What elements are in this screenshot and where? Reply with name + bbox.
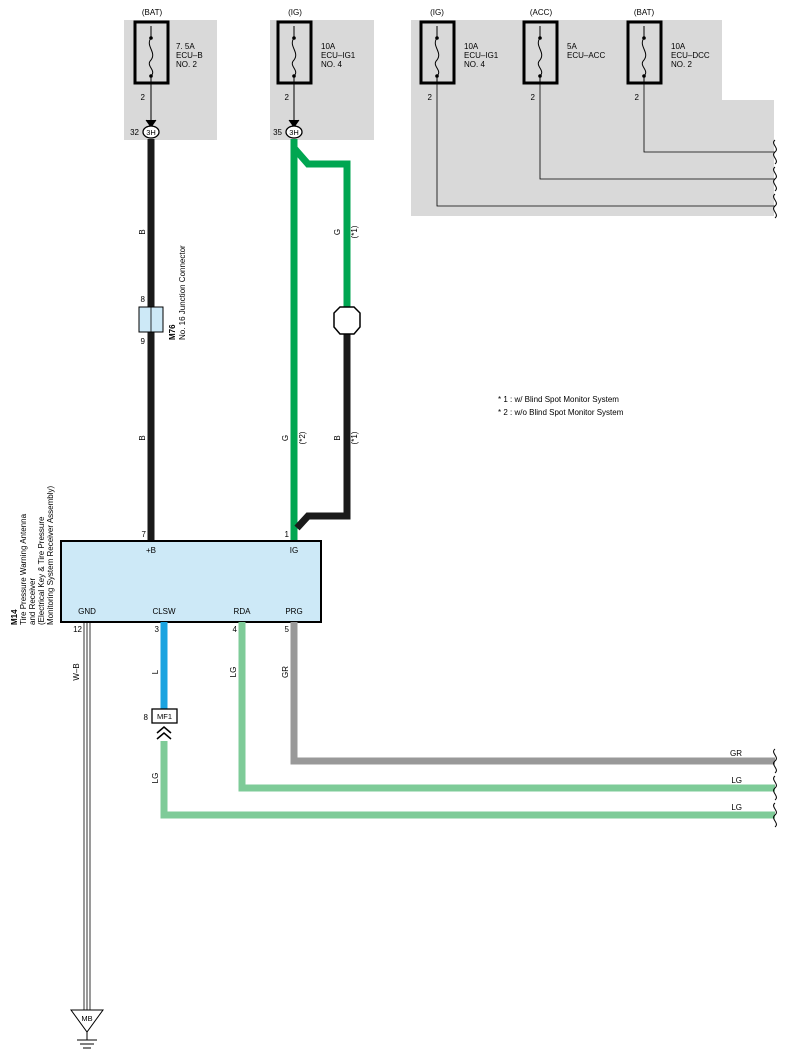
right-fuse-wires bbox=[436, 83, 775, 207]
ecu-pin-name: CLSW bbox=[152, 607, 176, 616]
connector-pin: 8 bbox=[141, 295, 146, 304]
wire-note-label: (*1) bbox=[350, 225, 359, 238]
ecu-name-line: and Receiver bbox=[28, 578, 37, 625]
ecu-pin-num: 3 bbox=[155, 625, 160, 634]
connector-mf1: MF1 8 bbox=[144, 708, 178, 740]
connector-label: MF1 bbox=[157, 712, 172, 721]
ecu-pin-num: 7 bbox=[142, 530, 147, 539]
fuse-ecu-b: (BAT) 7. 5A ECU–B NO. 2 2 bbox=[133, 8, 203, 120]
ecu-pin-name: +B bbox=[146, 546, 156, 555]
wire-color-label: G bbox=[281, 435, 290, 441]
fuse-rating: 10A bbox=[671, 42, 686, 51]
fuse-source-label: (IG) bbox=[288, 8, 302, 17]
fuse-rating: 10A bbox=[321, 42, 336, 51]
junction-connector-m76: 8 9 M76 No. 16 Junction Connector bbox=[138, 245, 187, 346]
connector-pin: 32 bbox=[130, 128, 139, 137]
wire-color-label: LG bbox=[151, 773, 160, 784]
ecu-pin-num: 1 bbox=[285, 530, 290, 539]
wire-color-label: L bbox=[151, 669, 160, 674]
wire-prg-gr bbox=[290, 622, 775, 765]
ecu-pin-name: GND bbox=[78, 607, 96, 616]
footnote: * 2 : w/o Blind Spot Monitor System bbox=[498, 408, 624, 417]
wire-color-label: B bbox=[138, 229, 147, 234]
fuse-ecu-dcc: (BAT) 10A ECU–DCC NO. 2 2 bbox=[626, 8, 710, 102]
wire-note-label: (*2) bbox=[298, 431, 307, 444]
ecu-m14-title: M14 Tire Pressure Warning Antenna and Re… bbox=[10, 486, 55, 625]
fuse-rating: 10A bbox=[464, 42, 479, 51]
fuse-pin: 2 bbox=[531, 93, 536, 102]
wire-break-icons-top bbox=[773, 139, 777, 219]
fuse-name: ECU–DCC bbox=[671, 51, 710, 60]
fuse-ecu-acc: (ACC) 5A ECU–ACC 2 bbox=[522, 8, 605, 102]
ecu-pin-name: IG bbox=[290, 546, 298, 555]
fuse-number: NO. 2 bbox=[671, 60, 692, 69]
connector-pin: 9 bbox=[141, 337, 146, 346]
fuse-number: NO. 4 bbox=[464, 60, 485, 69]
fuse-number: NO. 2 bbox=[176, 60, 197, 69]
splice-octagon-icon bbox=[333, 306, 361, 335]
connector-3h-left: 3H 32 bbox=[130, 119, 160, 139]
ecu-pin-num: 4 bbox=[233, 625, 238, 634]
wire-mf1-lg bbox=[160, 741, 775, 819]
ecu-m14: +B IG GND CLSW RDA PRG 7 1 12 3 4 5 bbox=[60, 530, 322, 634]
wire-color-label: GR bbox=[281, 666, 290, 678]
wire-color-label: LG bbox=[731, 776, 742, 785]
connector-3h-right: 3H 35 bbox=[273, 119, 303, 139]
fuse-name: ECU–IG1 bbox=[321, 51, 356, 60]
fuse-pin: 2 bbox=[635, 93, 640, 102]
footnote: * 1 : w/ Blind Spot Monitor System bbox=[498, 395, 619, 404]
ecu-code: M14 bbox=[10, 609, 19, 625]
wire-color-label: B bbox=[333, 435, 342, 440]
connector-label: 3H bbox=[289, 128, 299, 137]
fuse-name: ECU–IG1 bbox=[464, 51, 499, 60]
connector-pin: 35 bbox=[273, 128, 282, 137]
wire-color-label: LG bbox=[731, 803, 742, 812]
fuse-name: ECU–ACC bbox=[567, 51, 605, 60]
fuse-source-label: (IG) bbox=[430, 8, 444, 17]
fuse-source-label: (BAT) bbox=[142, 8, 163, 17]
connector-label: 3H bbox=[146, 128, 156, 137]
connector-name: No. 16 Junction Connector bbox=[178, 245, 187, 340]
ecu-name-line: (Electrical Key & Tire Pressure bbox=[37, 516, 46, 625]
wire-rda-lg bbox=[238, 622, 775, 792]
fuse-name: ECU–B bbox=[176, 51, 203, 60]
fuse-ecu-ig1-right: (IG) 10A ECU–IG1 NO. 4 2 bbox=[419, 8, 499, 102]
ecu-pin-name: RDA bbox=[234, 607, 252, 616]
ecu-name-line: Monitoring System Receiver Assembly) bbox=[46, 486, 55, 625]
wire-color-label: B bbox=[138, 435, 147, 440]
fuse-pin: 2 bbox=[285, 93, 290, 102]
fuse-ecu-ig1-left: (IG) 10A ECU–IG1 NO. 4 2 bbox=[276, 8, 356, 120]
fuse-block-bat-left bbox=[124, 20, 217, 140]
ground-label: MB bbox=[81, 1014, 92, 1023]
wire-break-icons-bottom bbox=[773, 748, 777, 828]
ecu-pin-num: 12 bbox=[73, 625, 82, 634]
footnotes: * 1 : w/ Blind Spot Monitor System * 2 :… bbox=[498, 395, 624, 417]
fuse-rating: 5A bbox=[567, 42, 577, 51]
wire-color-label: LG bbox=[229, 667, 238, 678]
wire-color-label: G bbox=[333, 229, 342, 235]
fuse-block-right bbox=[411, 20, 774, 216]
ecu-pin-name: PRG bbox=[285, 607, 302, 616]
fuse-pin: 2 bbox=[141, 93, 146, 102]
ground-icon: MB bbox=[70, 1009, 104, 1049]
wire-gnd-wb bbox=[83, 622, 91, 1010]
ecu-name-line: Tire Pressure Warning Antenna bbox=[19, 513, 28, 625]
fuse-block-ig bbox=[270, 20, 374, 140]
fuse-pin: 2 bbox=[428, 93, 433, 102]
fuse-source-label: (ACC) bbox=[530, 8, 553, 17]
wire-color-label: W–B bbox=[72, 663, 81, 680]
fuse-source-label: (BAT) bbox=[634, 8, 655, 17]
wire-color-label: GR bbox=[730, 749, 742, 758]
fuse-rating: 7. 5A bbox=[176, 42, 195, 51]
connector-code: M76 bbox=[168, 324, 177, 340]
connector-pin: 8 bbox=[144, 713, 149, 722]
ecu-pin-num: 5 bbox=[285, 625, 290, 634]
wire-ig-green bbox=[290, 139, 351, 541]
fuse-number: NO. 4 bbox=[321, 60, 342, 69]
wire-ig-black-branch bbox=[294, 332, 351, 531]
wire-note-label: (*1) bbox=[350, 431, 359, 444]
